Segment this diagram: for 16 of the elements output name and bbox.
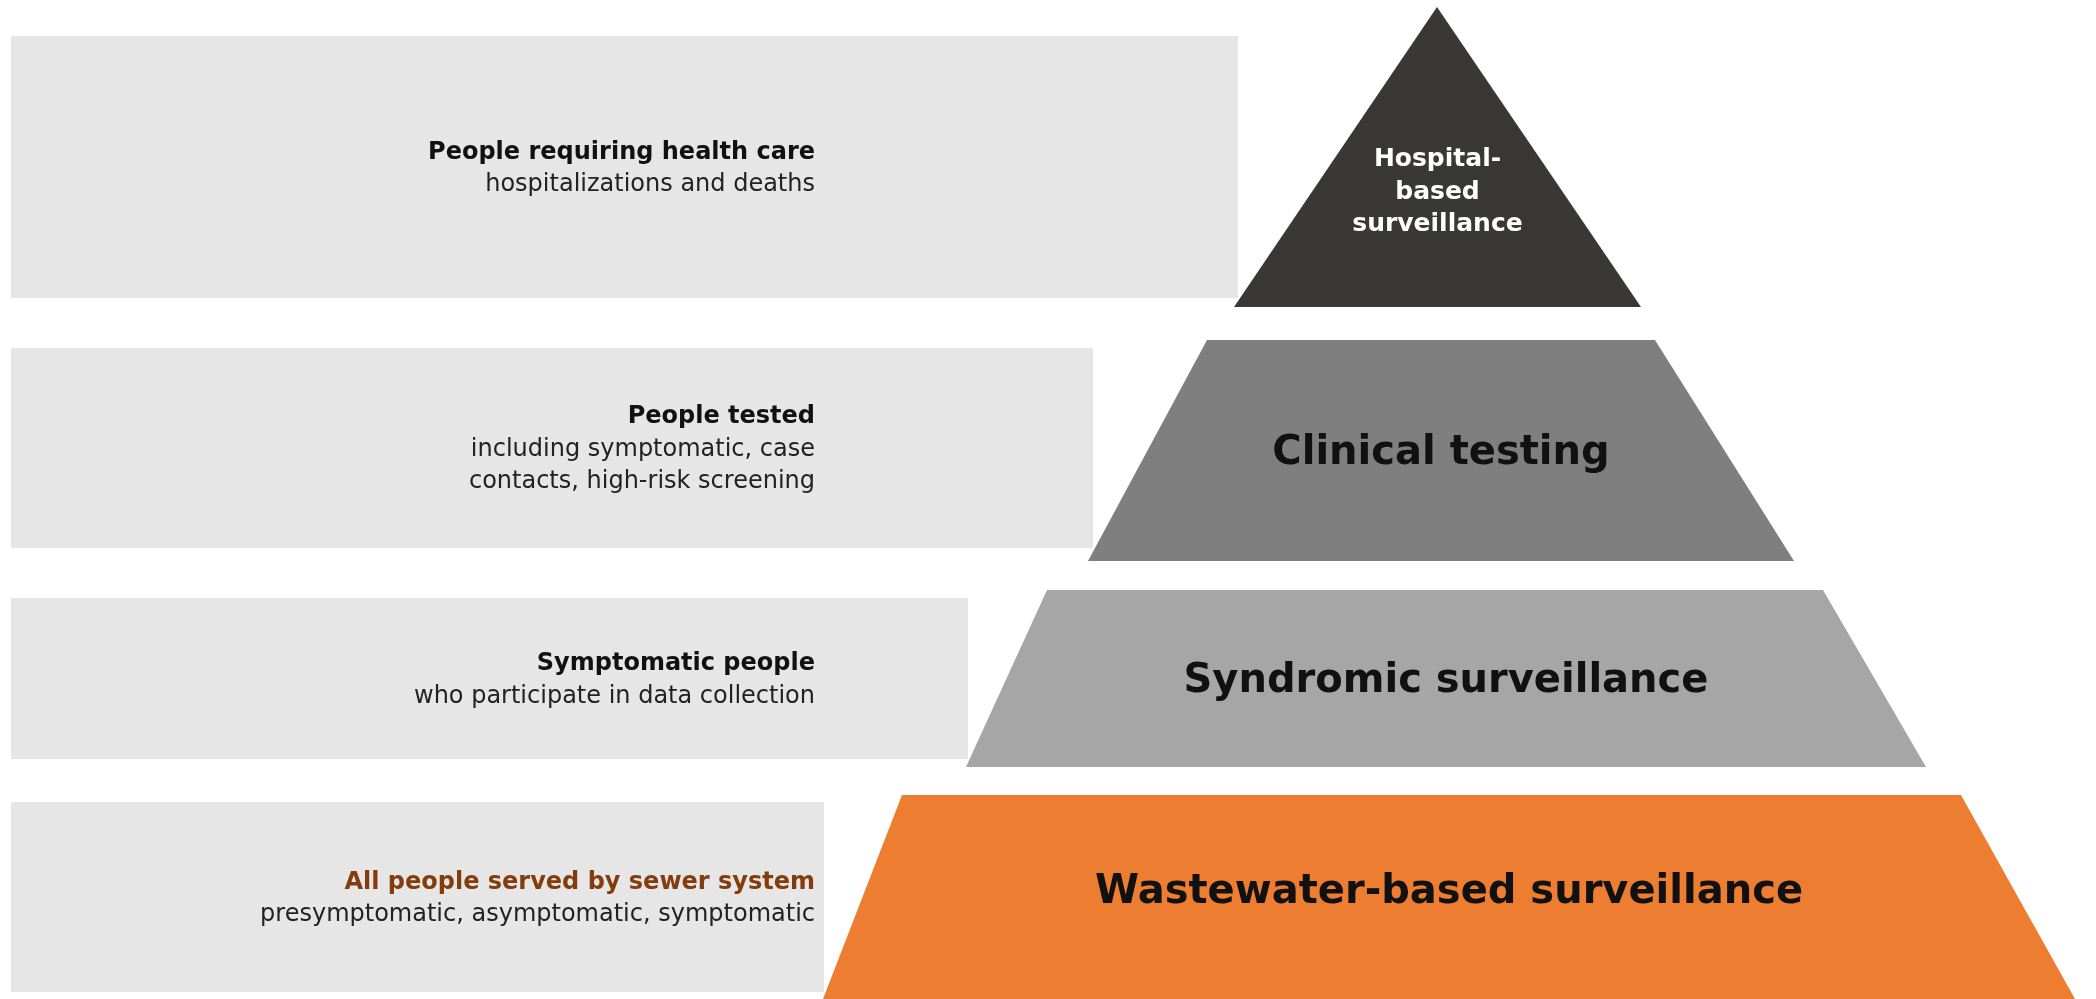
level-description: hospitalizations and deaths bbox=[485, 168, 815, 199]
level-band bbox=[11, 598, 968, 759]
level-description: including symptomatic, case contacts, high-risk screening bbox=[467, 432, 815, 497]
tier-label: Hospital-based surveillance bbox=[1351, 142, 1524, 239]
level-band bbox=[11, 802, 824, 992]
level-heading: People requiring health care bbox=[428, 135, 815, 167]
level-description: presymptomatic, asymptomatic, symptomatic bbox=[260, 898, 815, 929]
tier-label: Syndromic surveillance bbox=[1182, 654, 1710, 703]
level-band bbox=[11, 36, 1238, 298]
tier-label: Clinical testing bbox=[1271, 426, 1611, 475]
level-description: who participate in data collection bbox=[414, 679, 815, 711]
tier-label: Wastewater-based surveillance bbox=[1093, 865, 1804, 914]
level-band bbox=[11, 348, 1093, 548]
level-heading: All people served by sewer system bbox=[344, 865, 815, 897]
level-heading: People tested bbox=[627, 400, 815, 432]
level-heading: Symptomatic people bbox=[536, 647, 815, 679]
